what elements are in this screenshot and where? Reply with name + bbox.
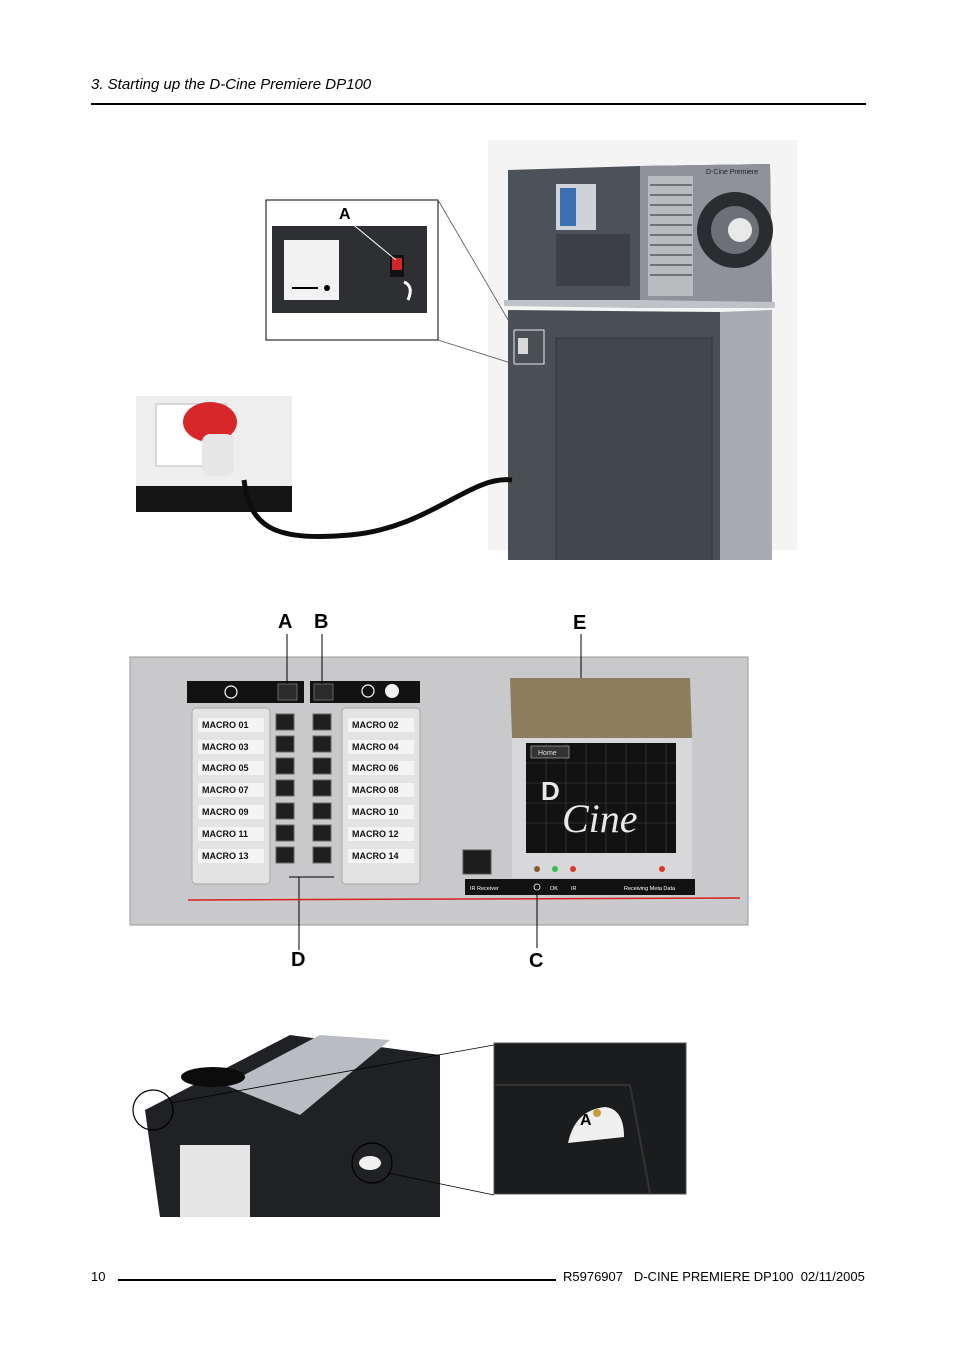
macro-right-slot [348, 849, 414, 863]
led-ir-receiver [534, 866, 540, 872]
macro-left-slot [198, 783, 264, 797]
power-cable [241, 477, 513, 540]
label-meta-data: Receiving Meta Data [624, 886, 676, 892]
callout-c: C [529, 950, 543, 972]
macro-buttons [275, 713, 332, 864]
macro-left-slot [198, 740, 264, 754]
macro-button-right[interactable] [312, 757, 332, 775]
lcd-screen [526, 743, 676, 853]
arrow-icon [403, 280, 412, 301]
header-rule [91, 103, 866, 105]
macro-button-left[interactable] [275, 713, 295, 731]
macro-right-label: MACRO 14 [352, 851, 399, 861]
macro-button-right[interactable] [312, 846, 332, 864]
macro-left-slot [198, 827, 264, 841]
macro-button-left[interactable] [275, 846, 295, 864]
macro-right-slot [348, 805, 414, 819]
macro-button-right[interactable] [312, 779, 332, 797]
macro-right-label: MACRO 12 [352, 829, 399, 839]
macro-button-right[interactable] [312, 802, 332, 820]
macro-left-slot [198, 849, 264, 863]
macro-right-label: MACRO 06 [352, 763, 399, 773]
macro-labels-right: MACRO 02 MACRO 04 MACRO 06 MACRO 08 MACRO 10… [348, 718, 414, 863]
macro-button-right[interactable] [312, 824, 332, 842]
macro-right-label: MACRO 10 [352, 807, 399, 817]
callout-d: D [291, 949, 305, 971]
macro-button-left[interactable] [275, 735, 295, 753]
highlight-circle-right [351, 1142, 393, 1184]
button-b[interactable] [313, 683, 334, 701]
macro-left-slot [198, 805, 264, 819]
macro-labels-left: MACRO 01 MACRO 03 MACRO 05 MACRO 07 MACRO 09… [198, 718, 264, 863]
inset-label-a: A [339, 206, 351, 223]
macro-left-slot [198, 718, 264, 732]
macro-button-right[interactable] [312, 735, 332, 753]
macro-left-slot [198, 761, 264, 775]
macro-right-slot [348, 761, 414, 775]
label-ok: OK [550, 886, 558, 892]
top-cover [225, 1035, 390, 1115]
ir-receiver-window [462, 849, 492, 875]
macro-button-right[interactable] [312, 713, 332, 731]
macro-left-label: MACRO 11 [202, 829, 248, 839]
power-switch [392, 258, 402, 270]
figure-projector-power: D-Cine Premiere A [136, 140, 797, 560]
page-number: 10 [91, 1269, 106, 1284]
macro-right-slot [348, 827, 414, 841]
detail-label-a: A [580, 1112, 592, 1129]
screen-home-tab: Home [538, 750, 557, 757]
led-ir [570, 866, 576, 872]
callout-b: B [314, 611, 328, 633]
led-ok [552, 866, 558, 872]
macro-left-label: MACRO 13 [202, 851, 249, 861]
label-ir: IR [571, 886, 577, 892]
brand-label: D-Cine Premiere [706, 169, 758, 176]
status-strip [465, 879, 695, 895]
macro-button-left[interactable] [275, 779, 295, 797]
document-reference: R5976907 D-CINE PREMIERE DP100 02/11/200… [563, 1269, 865, 1284]
leveling-foot [568, 1107, 624, 1143]
macro-button-left[interactable] [275, 824, 295, 842]
macro-right-slot [348, 783, 414, 797]
macro-right-slot [348, 718, 414, 732]
macro-left-label: MACRO 03 [202, 742, 249, 752]
figure-projector-top: A [132, 1035, 687, 1217]
macro-left-label: MACRO 01 [202, 720, 249, 730]
highlight-circle-left [132, 1089, 174, 1131]
label-ir-receiver: IR Receiver [470, 886, 499, 892]
footer-rule [118, 1279, 556, 1281]
callout-a: A [278, 611, 292, 633]
switch-panel [513, 329, 545, 365]
screen-logo-word: Cine [562, 796, 638, 841]
ammeter [284, 240, 339, 300]
macro-right-label: MACRO 04 [352, 742, 399, 752]
led-meta-data [659, 866, 665, 872]
red-plug [183, 402, 237, 442]
macro-left-label: MACRO 05 [202, 763, 249, 773]
button-a[interactable] [277, 683, 298, 701]
macro-right-slot [348, 740, 414, 754]
macro-left-label: MACRO 09 [202, 807, 249, 817]
macro-button-left[interactable] [275, 802, 295, 820]
macro-right-label: MACRO 08 [352, 785, 399, 795]
standby-icon [224, 685, 238, 699]
running-header: 3. Starting up the D-Cine Premiere DP100 [91, 76, 372, 93]
screen-logo-letter: D [541, 776, 560, 806]
macro-left-label: MACRO 07 [202, 785, 249, 795]
macro-right-label: MACRO 02 [352, 720, 399, 730]
macro-button-left[interactable] [275, 757, 295, 775]
callout-e: E [573, 612, 586, 634]
lcd-hood [510, 678, 692, 738]
